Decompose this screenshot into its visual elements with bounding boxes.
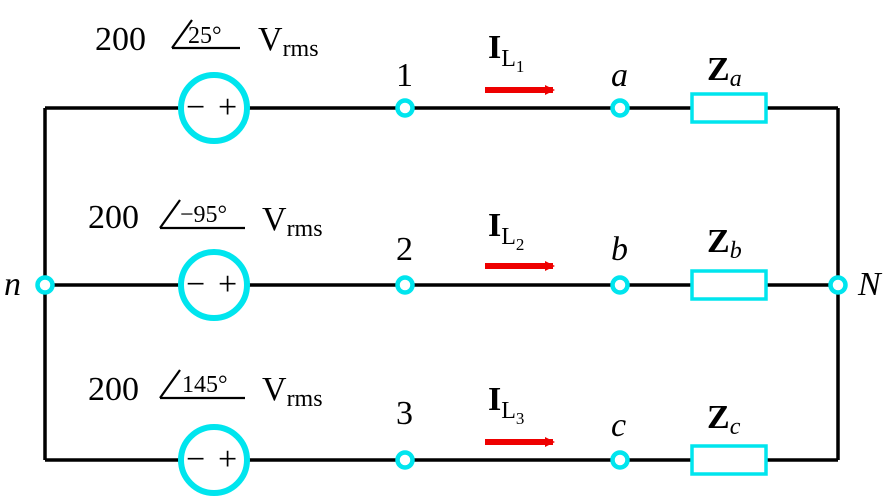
impedance-b	[690, 269, 768, 301]
source-2-units: Vrms	[262, 201, 323, 242]
source-2-angle: −95°	[180, 202, 227, 228]
terminal-3-node	[395, 450, 415, 470]
source-1-units: Vrms	[258, 21, 319, 62]
source-2-plus: +	[218, 266, 237, 303]
load-node-c-label: c	[611, 407, 626, 444]
terminal-1-node	[395, 98, 415, 118]
current-1-label: IL1	[488, 29, 524, 76]
load-node-b-label: b	[611, 231, 628, 268]
impedance-c-label: Zc	[707, 399, 741, 440]
voltage-source-1	[178, 72, 250, 144]
impedance-a	[690, 92, 768, 124]
angle-symbol-2	[159, 199, 245, 230]
source-3-units: Vrms	[262, 371, 323, 412]
source-1-angle: 25°	[188, 23, 222, 49]
terminal-1-label: 1	[396, 57, 413, 94]
neutral-nodes: n N	[4, 266, 883, 303]
current-2-label: IL2	[488, 207, 524, 254]
phase-row-1: 200 25° Vrms − + 1 IL1 a Za	[95, 19, 768, 144]
terminal-2-node	[395, 275, 415, 295]
source-2-magnitude: 200	[88, 199, 139, 236]
load-node-c	[610, 450, 630, 470]
phase-row-2: 200 −95° Vrms − + 2 IL2 b Zb	[88, 199, 768, 321]
neutral-n-label: n	[4, 266, 21, 303]
source-3-angle: 145°	[182, 372, 228, 398]
current-3-label: IL3	[488, 381, 524, 428]
neutral-N-node	[828, 275, 848, 295]
load-node-b	[610, 275, 630, 295]
terminal-3-label: 3	[396, 395, 413, 432]
load-node-a-label: a	[611, 57, 628, 94]
phase-row-3: 200 145° Vrms − + 3 IL3 c Zc	[88, 369, 768, 496]
impedance-c	[690, 444, 768, 476]
terminal-2-label: 2	[396, 231, 413, 268]
source-1-plus: +	[218, 89, 237, 126]
source-3-plus: +	[218, 441, 237, 478]
source-1-minus: −	[186, 89, 205, 126]
source-1-magnitude: 200	[95, 21, 146, 58]
impedance-a-label: Za	[707, 51, 742, 92]
load-node-a	[610, 98, 630, 118]
source-2-minus: −	[186, 266, 205, 303]
neutral-n-node	[35, 275, 55, 295]
source-3-magnitude: 200	[88, 371, 139, 408]
voltage-source-2	[178, 249, 250, 321]
voltage-source-3	[178, 424, 250, 496]
angle-symbol-3	[159, 369, 245, 400]
impedance-b-label: Zb	[707, 223, 742, 264]
source-3-minus: −	[186, 441, 205, 478]
angle-symbol-1	[171, 19, 240, 50]
neutral-N-label: N	[857, 266, 883, 303]
